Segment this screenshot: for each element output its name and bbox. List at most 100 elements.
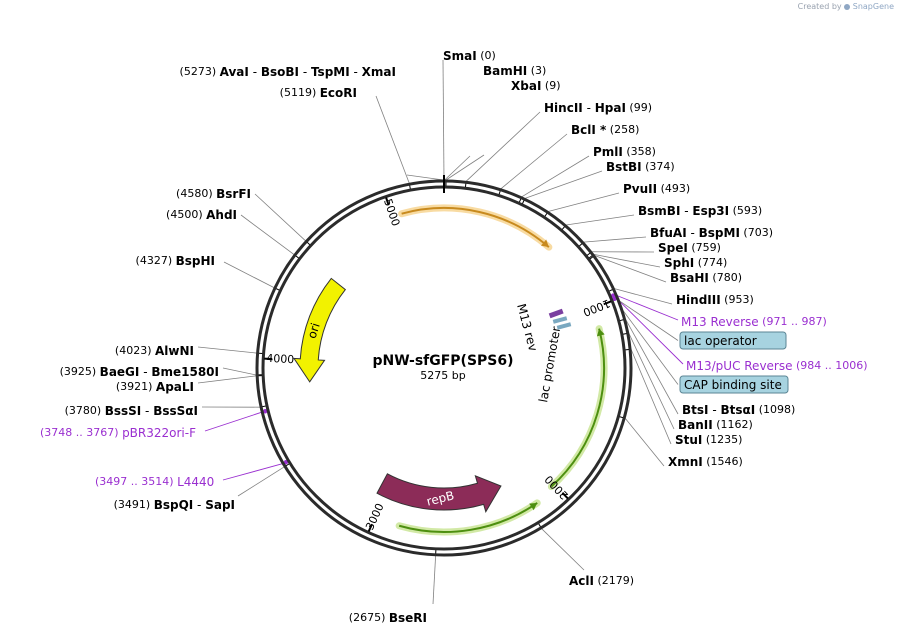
enzyme-esp3i: Esp3I [692, 204, 729, 218]
site-pos: (4500) [166, 208, 206, 221]
credit-brand: SnapGene [852, 2, 894, 11]
site-pos: (703) [740, 226, 773, 239]
leader-hindiii [614, 288, 673, 305]
site-label-bsrfi[interactable]: (4580) BsrFI [176, 187, 251, 201]
site-label-apali[interactable]: (3921) ApaLI [116, 380, 194, 394]
site-label-bamhi[interactable]: BamHI (3) [483, 64, 546, 78]
enzyme-bamhi: BamHI [483, 64, 527, 78]
primer-name: M13/pUC Reverse [686, 359, 793, 373]
site-label-ecori[interactable]: (5119) EcoRI [280, 86, 357, 100]
site-label-bcli[interactable]: BclI * (258) [571, 123, 639, 137]
leader-smai [442, 59, 445, 181]
site-label-xbai[interactable]: XbaI (9) [511, 79, 560, 93]
site-pos: (4327) [136, 254, 176, 267]
snapgene-credit: Created by SnapGene [798, 2, 894, 11]
site-label-bspqi[interactable]: (3491) BspQI - SapI [114, 498, 235, 512]
site-label-hincii[interactable]: HincII - HpaI (99) [544, 101, 652, 115]
leader-alwni [197, 346, 257, 354]
enzyme-bsobi: BsoBI [261, 65, 299, 79]
leader-bsrfi [254, 193, 306, 242]
enzyme-pmli: PmlI [593, 145, 623, 159]
site-pos: (9) [541, 79, 560, 92]
site-label-bsphi[interactable]: (4327) BspHI [136, 254, 215, 268]
leader-bsphi [223, 261, 275, 289]
leader-cap-site [618, 305, 679, 385]
lac-region-glyph [548, 308, 572, 330]
enzyme-bsssi: BssSI [105, 404, 142, 418]
site-pos: (3925) [60, 365, 100, 378]
lac-operator-box[interactable]: lac operator [679, 331, 787, 350]
tick-label-3000: 3000 [363, 501, 387, 532]
leader-lines [197, 59, 684, 605]
site-pos: (3) [527, 64, 546, 77]
enzyme-bsrfi: BsrFI [216, 187, 251, 201]
l4440-primer[interactable]: (3497 .. 3514) L4440 [95, 475, 214, 489]
enzyme-ahdi: AhdI [206, 208, 237, 222]
site-label-xmni[interactable]: XmnI (1546) [668, 455, 743, 469]
enzyme-bts-i: BtsαI [720, 403, 755, 417]
site-label-bstbi[interactable]: BstBI (374) [606, 160, 675, 174]
site-pos: (1162) [713, 418, 753, 431]
site-label-bfuai[interactable]: BfuAI - BspMI (703) [650, 226, 773, 240]
leader-bspqi [237, 466, 285, 497]
tick-label-5000: 5000 [381, 197, 402, 228]
cut-mark-pvuii [544, 212, 548, 217]
site-sep: - [350, 65, 362, 79]
site-pos: (3780) [65, 404, 105, 417]
site-pos: (374) [642, 160, 675, 173]
enzyme-bspmi: BspMI [699, 226, 740, 240]
site-pos: (493) [657, 182, 690, 195]
enzyme-xmni: XmnI [668, 455, 703, 469]
primer-name: M13 Reverse [681, 315, 759, 329]
enzyme-acli: AclI [569, 574, 594, 588]
site-pos: (780) [709, 271, 742, 284]
site-pos: (2179) [594, 574, 634, 587]
site-label-btsi[interactable]: BtsI - BtsαI (1098) [682, 403, 795, 417]
site-label-ahdi[interactable]: (4500) AhdI [166, 208, 237, 222]
site-pos: (1546) [703, 455, 743, 468]
cut-mark-bsrfi [306, 241, 311, 246]
site-label-pvuii[interactable]: PvuII (493) [623, 182, 690, 196]
primer-name: L4440 [177, 475, 214, 489]
cut-mark-bcli [498, 190, 501, 195]
site-label-hindiii[interactable]: HindIII (953) [676, 293, 754, 307]
site-label-acli[interactable]: AclI (2179) [569, 574, 634, 588]
enzyme-bspqi: BspQI [154, 498, 194, 512]
pbr322ori-primer[interactable]: (3748 .. 3767) pBR322ori-F [40, 426, 196, 440]
leader-xbai [445, 154, 485, 181]
site-label-sphi[interactable]: SphI (774) [664, 256, 727, 270]
m13rev-primer[interactable]: M13 Reverse (971 .. 987) [681, 315, 827, 329]
site-label-baegi[interactable]: (3925) BaeGI - Bme1580I [60, 365, 219, 379]
site-label-bsmbi[interactable]: BsmBI - Esp3I (593) [638, 204, 762, 218]
site-label-bseri[interactable]: (2675) BseRI [349, 611, 427, 625]
enzyme-stui: StuI [675, 433, 702, 447]
site-pos: (4580) [176, 187, 216, 200]
site-pos: (593) [729, 204, 762, 217]
site-pos: (953) [721, 293, 754, 306]
site-sep: - [141, 404, 153, 418]
site-label-spei[interactable]: SpeI (759) [658, 241, 721, 255]
cut-mark-bspqi [285, 463, 290, 467]
site-label-bsahi[interactable]: BsaHI (780) [670, 271, 742, 285]
site-label-banii[interactable]: BanII (1162) [678, 418, 753, 432]
leader-l4440-primer [222, 462, 285, 481]
cut-mark-banii [622, 332, 627, 335]
primer-range: (971 .. 987) [759, 315, 827, 328]
site-label-smai[interactable]: SmaI (0) [443, 49, 496, 63]
site-label-pmli[interactable]: PmlI (358) [593, 145, 656, 159]
enzyme-hindiii: HindIII [676, 293, 721, 307]
cap-site-box[interactable]: CAP binding site [679, 375, 789, 394]
enzyme-btsi: BtsI [682, 403, 709, 417]
m13puc-primer[interactable]: M13/pUC Reverse (984 .. 1006) [686, 359, 868, 373]
enzyme-banii: BanII [678, 418, 713, 432]
site-label-stui[interactable]: StuI (1235) [675, 433, 742, 447]
site-label-avai[interactable]: (5273) AvaI - BsoBI - TspMI - XmaI [180, 65, 396, 79]
enzyme-hpai: HpaI [595, 101, 626, 115]
site-label-alwni[interactable]: (4023) AlwNI [115, 344, 194, 358]
leader-btsi [625, 318, 679, 415]
site-pos: (358) [623, 145, 656, 158]
snapgene-logo-icon [844, 3, 851, 10]
leader-m13rev-primer [614, 294, 679, 321]
site-label-bsssi[interactable]: (3780) BssSI - BssSαI [65, 404, 198, 418]
